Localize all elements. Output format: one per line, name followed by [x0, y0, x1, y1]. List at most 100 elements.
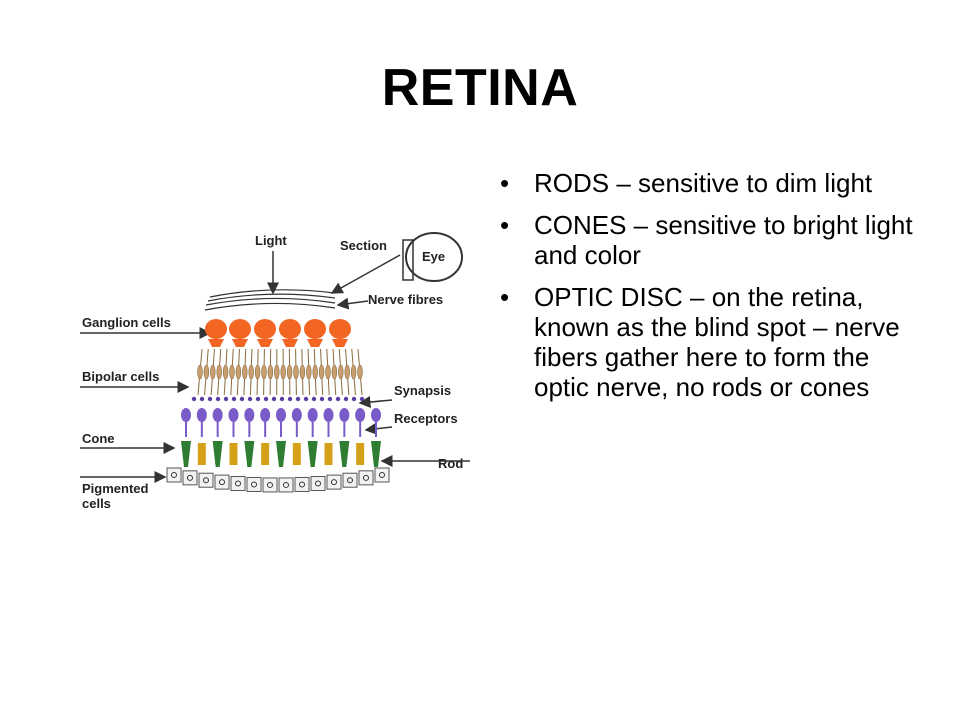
synapse-dot	[207, 396, 213, 402]
bipolar-cell	[210, 364, 216, 380]
bipolar-cell	[280, 364, 286, 380]
ganglion-cell	[304, 319, 326, 339]
synapse-dot	[199, 396, 205, 402]
pigment-nucleus	[347, 477, 353, 484]
label-bipolar-cells: Bipolar cells	[82, 369, 159, 384]
pigment-cell	[358, 470, 374, 486]
retina-diagram: Light Section Eye Nerve fibres Ganglion …	[80, 232, 470, 511]
pigment-cell	[278, 477, 294, 493]
pigment-cell	[374, 467, 390, 483]
bipolar-cell	[293, 364, 299, 380]
label-receptors: Receptors	[394, 411, 458, 426]
synapse-dot	[335, 396, 341, 402]
ganglion-cell-base	[257, 339, 273, 347]
label-cone: Cone	[82, 431, 115, 446]
synapse-dot	[279, 396, 285, 402]
pigment-nucleus	[171, 472, 177, 478]
synapse-dot	[191, 396, 197, 402]
pigment-cell	[246, 476, 262, 492]
receptor-body	[339, 408, 350, 422]
receptor-body	[323, 408, 334, 422]
label-ganglion-cells: Ganglion cells	[82, 315, 171, 330]
synapse-dot	[311, 396, 317, 402]
eye-icon	[405, 232, 463, 282]
bullet-text: CONES – sensitive to bright light and co…	[534, 210, 913, 270]
receptor-body	[196, 408, 207, 422]
receptor-body	[276, 408, 286, 422]
cone-cell	[244, 441, 255, 467]
synapse-dot	[295, 396, 301, 402]
pigment-nucleus	[235, 480, 241, 487]
label-light: Light	[255, 233, 287, 248]
synapse-dot	[359, 396, 365, 402]
bipolar-cell	[203, 364, 210, 380]
synapse-dot	[255, 396, 261, 402]
cone-cell	[181, 441, 191, 467]
bullet-text: OPTIC DISC – on the retina, known as the…	[534, 282, 900, 402]
ganglion-cell	[279, 319, 301, 339]
cone-cell	[212, 441, 223, 467]
ganglion-layer	[205, 319, 351, 347]
bipolar-cell	[222, 364, 229, 380]
synapse-dot	[303, 396, 309, 402]
bipolar-cell	[254, 364, 261, 380]
bullet-text: RODS – sensitive to dim light	[534, 168, 873, 198]
synapse-dot	[247, 396, 253, 402]
pigment-nucleus	[299, 481, 305, 488]
pigment-nucleus	[379, 472, 385, 478]
rod-cell	[356, 443, 365, 465]
synapse-dot	[351, 396, 357, 402]
pigment-cell	[198, 472, 214, 488]
bipolar-cell	[331, 364, 338, 380]
pigment-nucleus	[283, 481, 289, 488]
receptor-body	[212, 408, 223, 422]
pigment-nucleus	[187, 474, 193, 481]
bipolar-cell	[248, 364, 254, 380]
ganglion-cell-base	[232, 339, 248, 347]
receptor-body	[371, 408, 381, 422]
receptor-body	[291, 408, 302, 422]
pigment-nucleus	[267, 481, 273, 488]
synapse-dot	[319, 396, 325, 402]
nerve-fibre	[205, 297, 336, 306]
bipolar-cell	[318, 364, 325, 380]
pigment-cell	[166, 467, 182, 483]
pigment-nucleus	[331, 479, 337, 486]
bipolar-cell	[286, 364, 293, 380]
bipolar-cell	[261, 364, 267, 380]
synapse-dot	[231, 396, 237, 402]
bipolar-cell	[274, 364, 280, 380]
bipolar-cell	[235, 364, 242, 380]
section-box	[402, 239, 414, 281]
ganglion-cell-base	[208, 339, 224, 347]
synapse-dot	[223, 396, 229, 402]
label-section: Section	[340, 238, 387, 253]
receptors-arrow	[364, 422, 393, 435]
bipolar-cell	[338, 364, 344, 380]
label-pigmented: Pigmented	[82, 481, 149, 496]
bipolar-layer	[191, 348, 365, 402]
rod-cell	[261, 443, 270, 465]
section-arrow	[330, 254, 401, 294]
cone-cell	[339, 441, 350, 467]
cone-cell	[276, 441, 286, 467]
pigment-cell	[230, 476, 246, 492]
synapse-dot	[327, 396, 333, 402]
bipolar-cell	[216, 364, 222, 380]
pigment-nucleus	[363, 474, 369, 481]
bipolar-cell	[312, 364, 318, 380]
synapse-dot	[239, 396, 245, 402]
bipolar-cell	[267, 364, 274, 380]
cone-cell	[307, 441, 318, 467]
receptor-layer	[181, 408, 381, 467]
rod-cell	[324, 443, 333, 465]
receptor-body	[260, 408, 271, 422]
label-rod: Rod	[438, 456, 463, 471]
bipolar-cell	[306, 364, 312, 380]
label-synapsis: Synapsis	[394, 383, 451, 398]
bipolar-cell	[357, 364, 363, 380]
bipolar-cell	[229, 364, 235, 380]
label-eye: Eye	[422, 249, 445, 264]
ganglion-cell	[329, 319, 351, 339]
nerve-fibre	[207, 293, 336, 302]
